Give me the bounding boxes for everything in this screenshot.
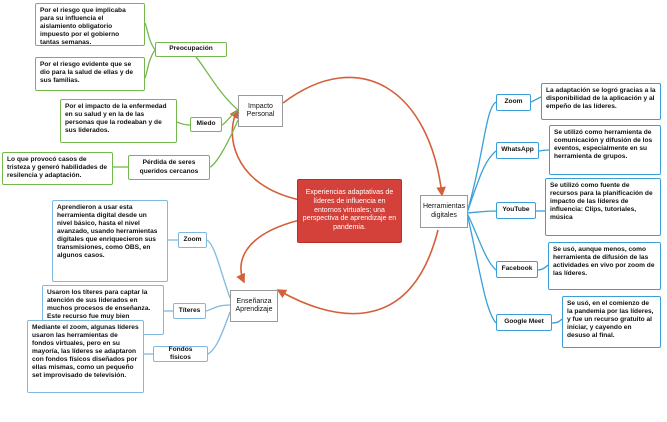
herr-zoom-desc: La adaptación se logró gracias a la disp… (541, 83, 661, 120)
branch-impacto-personal: Impacto Personal (238, 95, 283, 127)
facebook-label: Facebook (496, 261, 538, 278)
arrow-herramientas-to-ensenanza (276, 229, 439, 315)
whatsapp-desc: Se utilizó como herramienta de comunicac… (549, 125, 661, 175)
perdida-desc: Lo que provocó casos de tristeza y gener… (2, 152, 113, 185)
ensenanza-zoom-desc: Aprendieron a usar esta herramienta digi… (52, 200, 168, 282)
preocupacion-desc-1: Por el riesgo que implicaba para su infl… (35, 3, 145, 46)
herr-zoom-label: Zoom (496, 94, 531, 111)
youtube-label: YouTube (496, 202, 536, 219)
perdida-label: Pérdida de seres queridos cercanos (128, 155, 210, 180)
whatsapp-label: WhatsApp (496, 142, 539, 159)
google-meet-desc: Se usó, en el comienzo de la pandemia po… (562, 296, 661, 348)
miedo-label: Miedo (190, 117, 222, 132)
preocupacion-desc-2: Por el riesgo evidente que se dio para l… (35, 57, 145, 91)
branch-herramientas-digitales: Herramientas digitales (420, 195, 468, 228)
fondos-desc: Mediante el zoom, algunas líderes usaron… (27, 320, 144, 393)
youtube-desc: Se utilizó como fuente de recursos para … (545, 178, 661, 236)
arrow-central-to-ensenanza (236, 219, 301, 284)
branch-ensenanza-aprendizaje: Enseñanza Aprendizaje (230, 290, 278, 322)
google-meet-label: Google Meet (496, 314, 552, 331)
central-topic: Experiencias adaptativas de líderes de i… (297, 179, 402, 243)
titeres-label: Títeres (173, 303, 206, 319)
arrow-impacto-to-herramientas (282, 76, 446, 197)
ensenanza-zoom-label: Zoom (178, 232, 207, 248)
facebook-desc: Se usó, aunque menos, como herramienta d… (548, 242, 661, 290)
fondos-label: Fondos físicos (153, 346, 208, 362)
preocupacion-label: Preocupación (155, 42, 227, 57)
miedo-desc: Por el impacto de la enfermedad en su sa… (60, 99, 177, 143)
arrow-central-to-impacto (229, 108, 301, 201)
